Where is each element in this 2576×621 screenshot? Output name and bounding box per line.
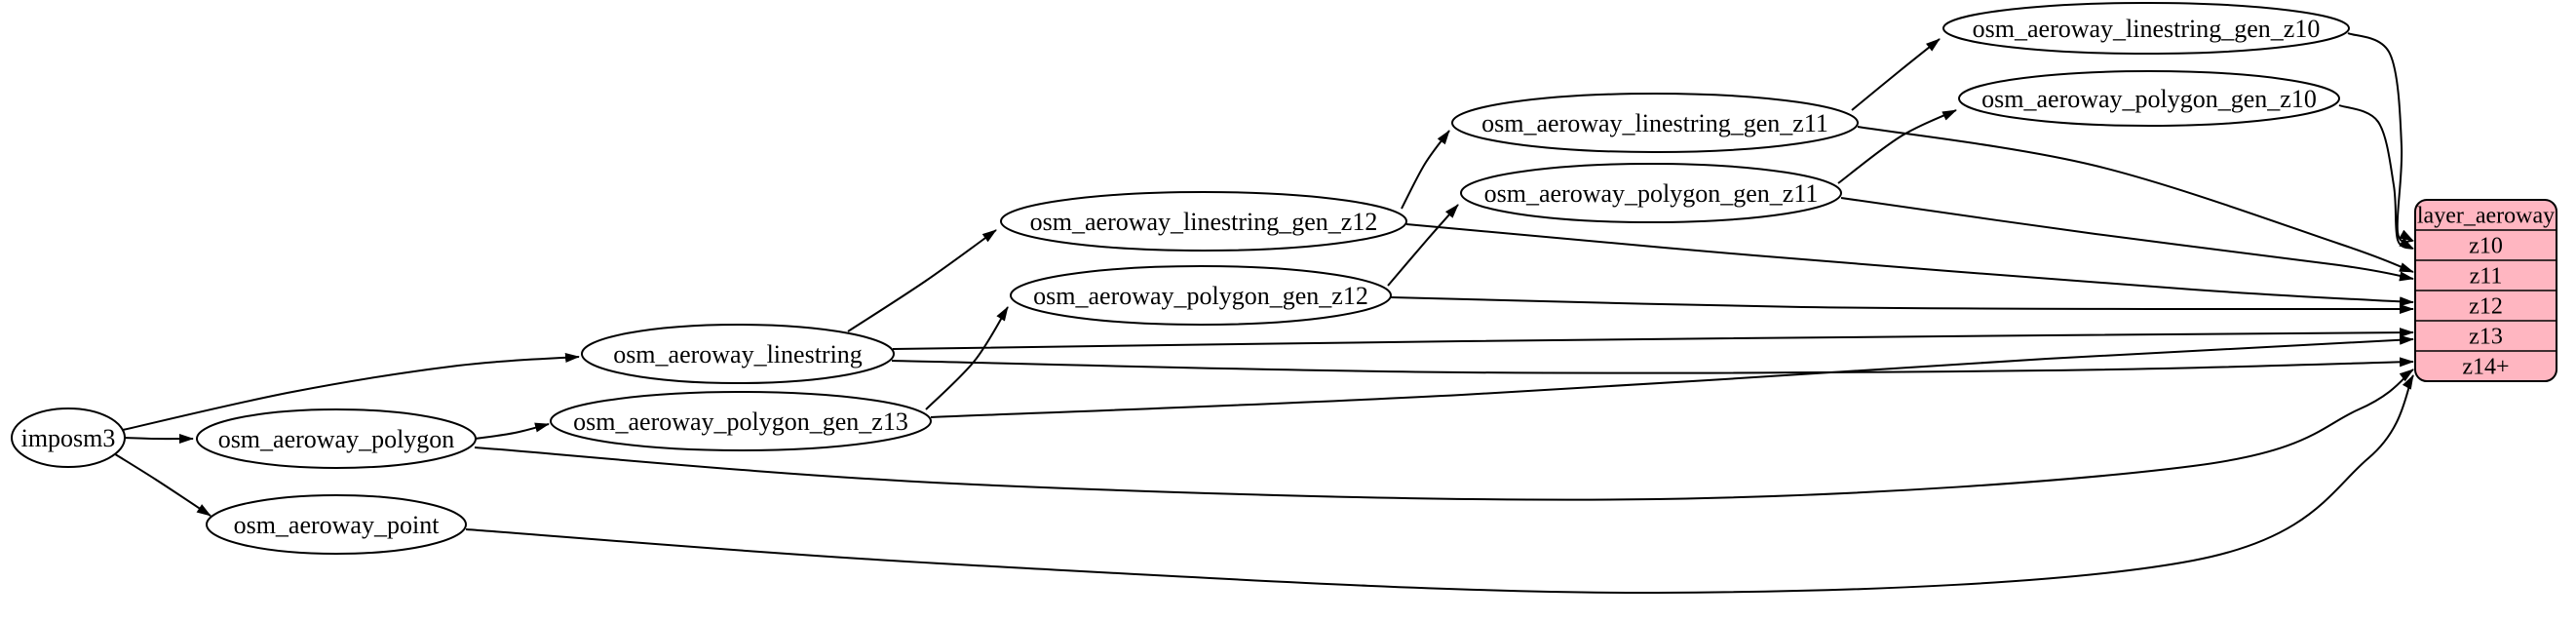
edge-osm_aeroway_linestring-to-layer_aeroway-z13: [892, 328, 2414, 350]
node-label-osm_aeroway_polygon: osm_aeroway_polygon: [218, 425, 455, 453]
node-shape-osm_aeroway_polygon: [196, 408, 477, 469]
node-label-osm_aeroway_linestring_gen_z10: osm_aeroway_linestring_gen_z10: [1973, 15, 2321, 43]
node-label-osm_aeroway_linestring: osm_aeroway_linestring: [613, 340, 863, 369]
record-layer_aeroway: layer_aeroway z10 z11 z12 z13 z14+: [2414, 199, 2557, 382]
node-shape-osm_aeroway_polygon_gen_z10: [1958, 70, 2340, 127]
record-row-z13: z13: [2469, 325, 2503, 350]
edge-imposm3-to-osm_aeroway_point: [111, 451, 211, 517]
node-shape-osm_aeroway_polygon_gen_z11: [1460, 163, 1842, 223]
edge-osm_aeroway_linestring-to-osm_aeroway_linestring_gen_z12: [847, 229, 997, 332]
node-osm_aeroway_polygon_gen_z13: osm_aeroway_polygon_gen_z13: [550, 391, 932, 451]
node-shape-osm_aeroway_polygon_gen_z12: [1010, 265, 1392, 326]
node-osm_aeroway_polygon_gen_z12: osm_aeroway_polygon_gen_z12: [1010, 265, 1392, 326]
node-shape-osm_aeroway_polygon_gen_z13: [550, 391, 932, 451]
node-label-osm_aeroway_linestring_gen_z12: osm_aeroway_linestring_gen_z12: [1030, 208, 1378, 236]
edge-imposm3-to-osm_aeroway_linestring: [122, 353, 580, 431]
record-title-layer_aeroway: layer_aeroway: [2417, 204, 2555, 229]
record-row-z11: z11: [2470, 264, 2503, 290]
edge-osm_aeroway_point-to-layer_aeroway-z14+: [465, 374, 2414, 595]
node-imposm3: imposm3: [11, 408, 126, 468]
node-label-osm_aeroway_polygon_gen_z13: osm_aeroway_polygon_gen_z13: [573, 408, 908, 436]
edge-osm_aeroway_linestring_gen_z12-to-osm_aeroway_linestring_gen_z11: [1401, 130, 1450, 210]
edge-osm_aeroway_polygon_gen_z12-to-layer_aeroway-z12: [1390, 296, 2414, 315]
node-shape-osm_aeroway_linestring_gen_z11: [1451, 93, 1859, 153]
edge-osm_aeroway_polygon_gen_z11-to-osm_aeroway_polygon_gen_z10: [1837, 109, 1957, 184]
edge-osm_aeroway_linestring-to-layer_aeroway-z14+: [891, 357, 2414, 374]
node-label-osm_aeroway_polygon_gen_z10: osm_aeroway_polygon_gen_z10: [1981, 85, 2317, 113]
node-shape-osm_aeroway_linestring_gen_z10: [1942, 2, 2350, 55]
edge-osm_aeroway_polygon-to-layer_aeroway-z14+: [474, 369, 2414, 501]
node-label-osm_aeroway_point: osm_aeroway_point: [234, 511, 441, 539]
node-osm_aeroway_polygon_gen_z11: osm_aeroway_polygon_gen_z11: [1460, 163, 1842, 223]
node-osm_aeroway_linestring_gen_z11: osm_aeroway_linestring_gen_z11: [1451, 93, 1859, 153]
record-row-z12: z12: [2469, 294, 2503, 320]
record-row-z14+: z14+: [2462, 355, 2509, 380]
node-shape-osm_aeroway_point: [206, 494, 467, 555]
edge-osm_aeroway_polygon_gen_z13-to-osm_aeroway_polygon_gen_z12: [925, 306, 1009, 410]
node-osm_aeroway_linestring: osm_aeroway_linestring: [581, 324, 895, 384]
node-osm_aeroway_polygon: osm_aeroway_polygon: [196, 408, 477, 469]
node-osm_aeroway_point: osm_aeroway_point: [206, 494, 467, 555]
edge-osm_aeroway_linestring_gen_z11-to-layer_aeroway-z11: [1857, 126, 2414, 273]
node-label-osm_aeroway_polygon_gen_z12: osm_aeroway_polygon_gen_z12: [1033, 282, 1368, 310]
node-label-osm_aeroway_polygon_gen_z11: osm_aeroway_polygon_gen_z11: [1484, 179, 1819, 208]
edge-osm_aeroway_linestring_gen_z10-to-layer_aeroway-z10: [2347, 32, 2414, 243]
edge-osm_aeroway_polygon_gen_z11-to-layer_aeroway-z11: [1840, 197, 2414, 282]
node-label-imposm3: imposm3: [21, 424, 116, 452]
node-label-osm_aeroway_linestring_gen_z11: osm_aeroway_linestring_gen_z11: [1481, 109, 1828, 137]
node-osm_aeroway_polygon_gen_z10: osm_aeroway_polygon_gen_z10: [1958, 70, 2340, 127]
node-osm_aeroway_linestring_gen_z10: osm_aeroway_linestring_gen_z10: [1942, 2, 2350, 55]
record-row-z10: z10: [2469, 234, 2503, 259]
edge-osm_aeroway_polygon_gen_z13-to-layer_aeroway-z13: [930, 334, 2414, 418]
edge-osm_aeroway_polygon_gen_z12-to-osm_aeroway_polygon_gen_z11: [1387, 204, 1459, 287]
edge-imposm3-to-osm_aeroway_polygon: [124, 434, 194, 445]
edge-osm_aeroway_polygon-to-osm_aeroway_polygon_gen_z13: [475, 422, 550, 440]
node-shape-imposm3: [11, 408, 126, 468]
node-osm_aeroway_linestring_gen_z12: osm_aeroway_linestring_gen_z12: [1000, 191, 1407, 252]
edge-osm_aeroway_linestring_gen_z11-to-osm_aeroway_linestring_gen_z10: [1851, 38, 1941, 111]
edge-osm_aeroway_linestring_gen_z12-to-layer_aeroway-z12: [1405, 223, 2414, 307]
node-shape-osm_aeroway_linestring: [581, 324, 895, 384]
node-shape-osm_aeroway_linestring_gen_z12: [1000, 191, 1407, 252]
edge-osm_aeroway_polygon_gen_z10-to-layer_aeroway-z10: [2338, 104, 2414, 250]
